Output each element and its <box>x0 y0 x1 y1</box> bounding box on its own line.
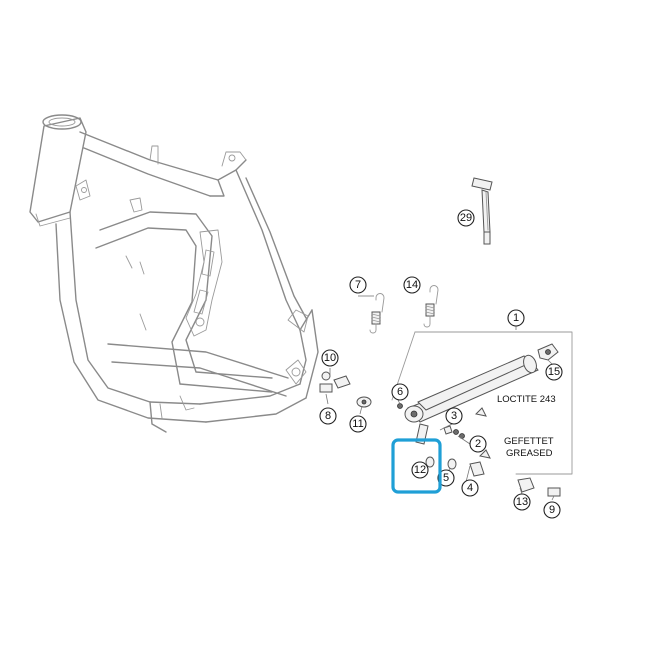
callout-label: 29 <box>460 212 472 224</box>
callout-label: 14 <box>406 279 418 291</box>
callout-label: 8 <box>325 410 331 422</box>
callout-label: 7 <box>355 279 361 291</box>
callout-label: 11 <box>352 418 363 430</box>
callout-label: 2 <box>475 438 481 450</box>
callout-3[interactable]: 3 <box>445 407 463 425</box>
greased-label: GREASED <box>506 448 553 459</box>
callout-7[interactable]: 7 <box>349 276 367 294</box>
leader-lines <box>325 295 555 501</box>
selected-part-highlight <box>391 438 442 494</box>
greased-note: GEFETTET GREASED <box>504 436 554 459</box>
callout-4[interactable]: 4 <box>461 479 479 497</box>
callout-label: 5 <box>443 472 449 484</box>
callout-label: 4 <box>467 482 473 494</box>
gefettet-label: GEFETTET <box>504 436 554 447</box>
callout-15[interactable]: 15 <box>545 363 563 381</box>
callout-14[interactable]: 14 <box>403 276 421 294</box>
callout-label: 15 <box>548 366 560 378</box>
callout-11[interactable]: 11 <box>349 415 367 433</box>
nut-part-8 <box>319 383 333 393</box>
callout-12[interactable]: 12 <box>411 461 429 479</box>
callout-label: 1 <box>513 312 519 324</box>
spring-part-14 <box>423 285 439 328</box>
callout-9[interactable]: 9 <box>543 501 561 519</box>
callout-8[interactable]: 8 <box>319 407 337 425</box>
motorcycle-frame <box>29 114 319 433</box>
callout-label: 9 <box>549 504 555 516</box>
callout-2[interactable]: 2 <box>469 435 487 453</box>
washer-part-10 <box>321 371 331 381</box>
callout-13[interactable]: 13 <box>513 493 531 511</box>
small-hardware <box>319 371 561 497</box>
callout-label: 12 <box>414 464 426 476</box>
callout-label: 6 <box>397 386 403 398</box>
loctite-label: LOCTITE 243 <box>497 394 556 405</box>
callout-29[interactable]: 29 <box>457 209 475 227</box>
callout-1[interactable]: 1 <box>507 309 525 327</box>
tool-part-29 <box>471 177 493 245</box>
callout-label: 10 <box>324 352 336 364</box>
callout-10[interactable]: 10 <box>321 349 339 367</box>
spring-part-7 <box>369 293 385 334</box>
callout-label: 3 <box>451 410 457 422</box>
callout-6[interactable]: 6 <box>391 383 409 401</box>
bushing-part-10 <box>333 375 351 389</box>
loctite-note: LOCTITE 243 <box>497 394 556 405</box>
callout-label: 13 <box>516 496 528 508</box>
callout-5[interactable]: 5 <box>437 469 455 487</box>
